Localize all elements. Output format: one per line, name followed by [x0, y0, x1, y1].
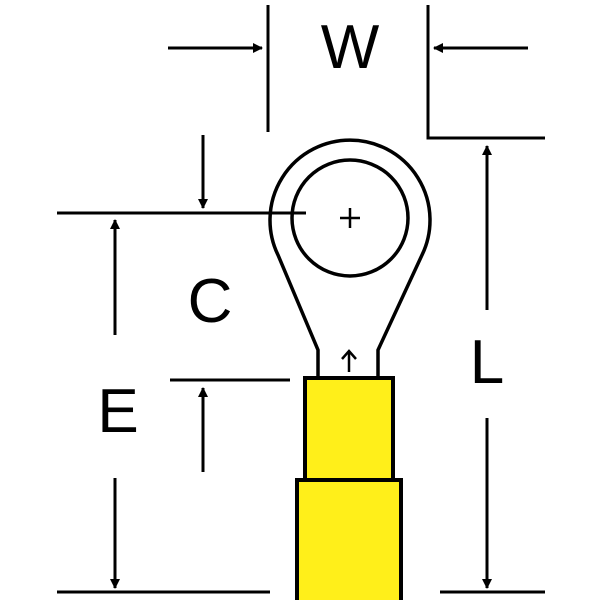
label-c: C	[188, 267, 233, 336]
insulation-sleeve-upper	[303, 376, 395, 482]
stop-arrow-head	[341, 349, 357, 360]
w-extension-right	[426, 5, 545, 140]
ring-tongue-outline	[268, 138, 432, 378]
insulation-sleeve-lower	[295, 478, 403, 600]
label-w: W	[321, 13, 380, 82]
ring-hole	[290, 158, 410, 278]
label-l: L	[470, 328, 504, 397]
label-e: E	[97, 377, 138, 446]
